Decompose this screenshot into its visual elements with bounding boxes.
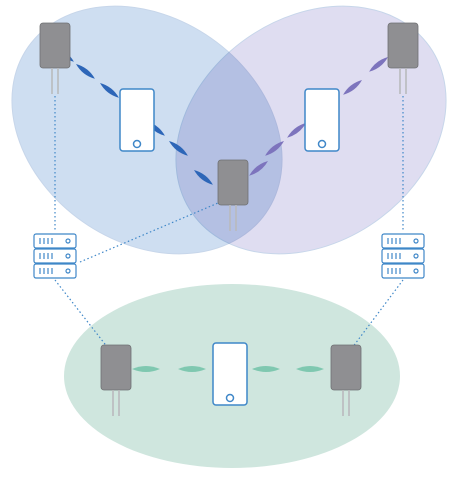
server-rack-icon [33,233,77,279]
signal-mark [296,366,324,372]
access-point-icon [100,344,132,416]
signal-mark [194,170,213,185]
smartphone-icon [304,88,340,152]
signal-mark [132,366,160,372]
access-point-icon [39,22,71,94]
signal-mark [169,141,188,156]
server-rack-icon [381,233,425,279]
smartphone-icon [119,88,155,152]
signal-mark [249,161,268,176]
signal-mark [76,64,95,79]
link-server-left-to-ap-center [79,202,219,263]
signal-mark [265,141,284,156]
wired-links [54,96,404,349]
smartphone-icon [212,342,248,406]
access-point-icon [217,159,249,231]
signal-mark [252,366,280,372]
signal-mark [100,83,119,98]
access-points [39,22,419,416]
signal-mark [287,123,306,138]
signal-mark [343,80,362,95]
smartphones [119,88,340,406]
access-point-icon [387,22,419,94]
signal-mark [178,366,206,372]
signal-mark [369,57,388,72]
servers [33,233,425,279]
access-point-icon [330,344,362,416]
